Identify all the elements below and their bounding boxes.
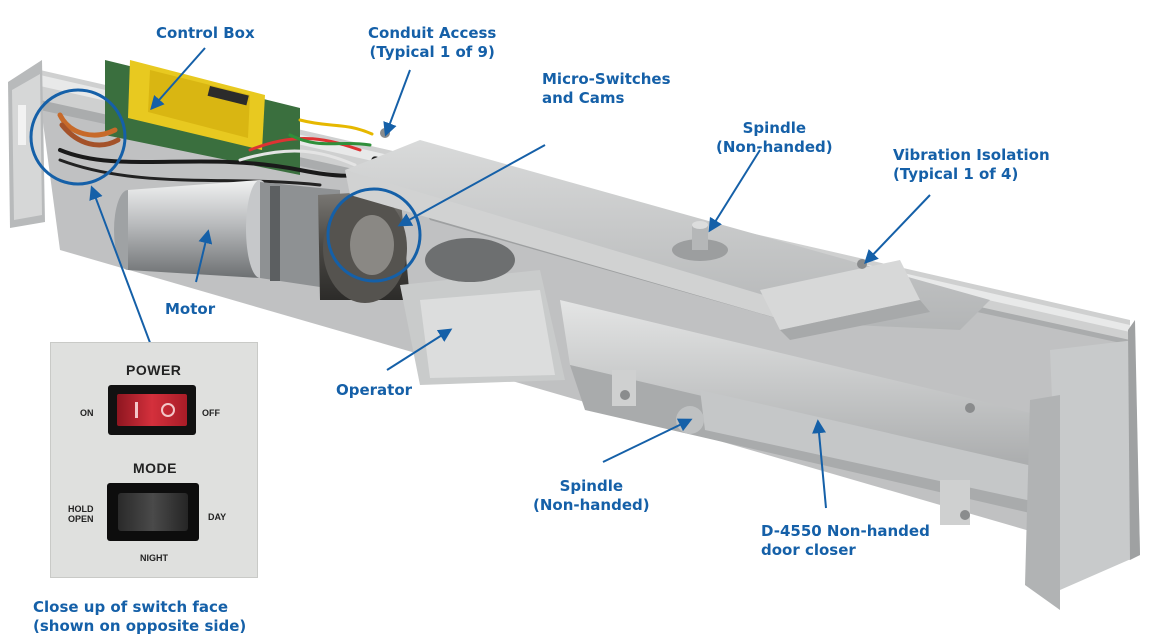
gearbox [318, 190, 410, 303]
hold-open-label: HOLD OPEN [68, 504, 94, 524]
label-control-box: Control Box [156, 24, 255, 42]
label-spindle-bottom: Spindle (Non-handed) [533, 477, 650, 514]
leader-door-closer [812, 419, 827, 509]
day-label: DAY [208, 512, 227, 522]
door-closer [560, 300, 1060, 525]
housing-front-wall [1025, 320, 1140, 610]
leader-spindle-top [708, 149, 761, 233]
control-box-highlight-circle [29, 88, 127, 186]
off-label: OFF [202, 408, 220, 418]
leader-control-box [150, 47, 206, 111]
label-operator: Operator [336, 381, 413, 399]
leader-conduit [383, 69, 411, 137]
leader-operator [386, 328, 453, 371]
label-motor: Motor [165, 300, 216, 318]
leader-vibration [864, 194, 931, 265]
left-end-cap [8, 60, 45, 228]
spindle-top-part [672, 221, 728, 261]
label-conduit-access: Conduit Access (Typical 1 of 9) [368, 24, 497, 61]
mode-rocker-switch [107, 483, 199, 541]
operator-body [400, 238, 565, 385]
power-off-mark [161, 403, 175, 417]
label-switch-caption: Close up of switch face (shown on opposi… [33, 598, 247, 635]
mode-rocker [118, 493, 188, 531]
leader-switch-face [89, 185, 153, 349]
leader-lines [89, 47, 931, 509]
label-vibration-isolation: Vibration Isolation (Typical 1 of 4) [893, 146, 1050, 183]
leader-motor [195, 229, 213, 283]
switch-face-inset: POWER ON OFF MODE HOLD OPEN DAY NIGHT [50, 342, 258, 578]
micro-switch-highlight-circle [326, 187, 422, 283]
power-rocker-switch [108, 385, 196, 435]
label-spindle-top: Spindle (Non-handed) [716, 119, 833, 156]
control-box [105, 60, 300, 175]
leader-spindle-bottom [602, 418, 693, 463]
night-label: NIGHT [140, 553, 168, 563]
leader-micro-switch [397, 144, 546, 227]
label-door-closer: D-4550 Non-handed door closer [761, 522, 930, 559]
mode-title: MODE [133, 460, 177, 476]
closer-arm [760, 260, 930, 340]
on-label: ON [80, 408, 94, 418]
power-rocker [117, 394, 187, 426]
label-micro-switches: Micro-Switches and Cams [542, 70, 671, 107]
power-on-mark [135, 402, 138, 418]
power-title: POWER [126, 362, 182, 378]
